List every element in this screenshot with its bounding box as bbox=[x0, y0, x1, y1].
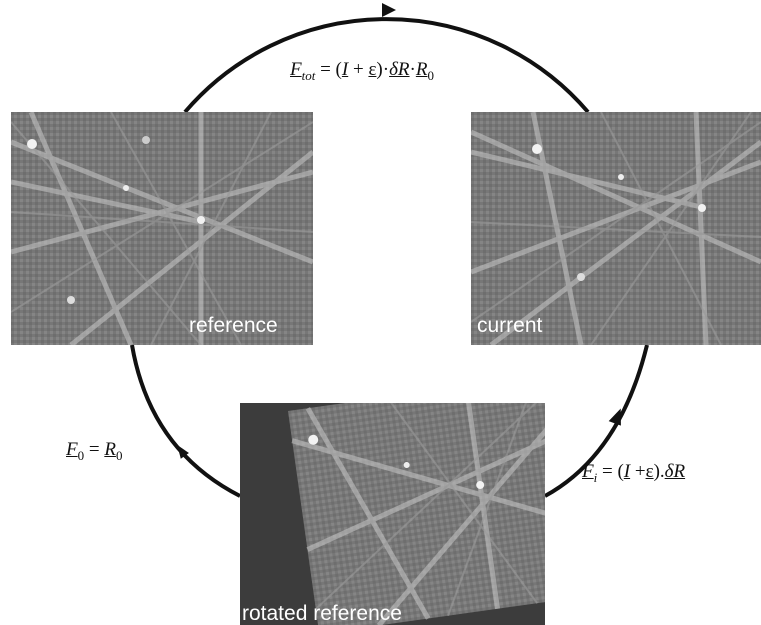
current-label: current bbox=[477, 314, 543, 337]
kikuchi-pattern-reference bbox=[11, 112, 313, 345]
arrowhead-top bbox=[382, 3, 396, 17]
arc-left bbox=[130, 344, 241, 498]
arrowhead-left bbox=[177, 444, 189, 459]
rotated-reference-panel: rotated reference bbox=[240, 403, 545, 625]
equation-initial: F0 = R0 bbox=[66, 439, 123, 463]
arc-top bbox=[183, 17, 590, 114]
kikuchi-pattern-current bbox=[471, 112, 761, 345]
arrowhead-right bbox=[608, 408, 621, 426]
equation-total: Ftot = (I + ε)·δR·R0 bbox=[290, 59, 434, 83]
equation-increment: Fi = (I +ε).δR bbox=[582, 461, 686, 485]
reference-label: reference bbox=[189, 314, 278, 337]
arc-right bbox=[544, 344, 649, 498]
rotated-reference-label: rotated reference bbox=[242, 602, 402, 625]
current-pattern-panel: current bbox=[471, 112, 761, 345]
reference-pattern-panel: reference bbox=[11, 112, 313, 345]
kikuchi-pattern-rotated bbox=[288, 403, 545, 625]
